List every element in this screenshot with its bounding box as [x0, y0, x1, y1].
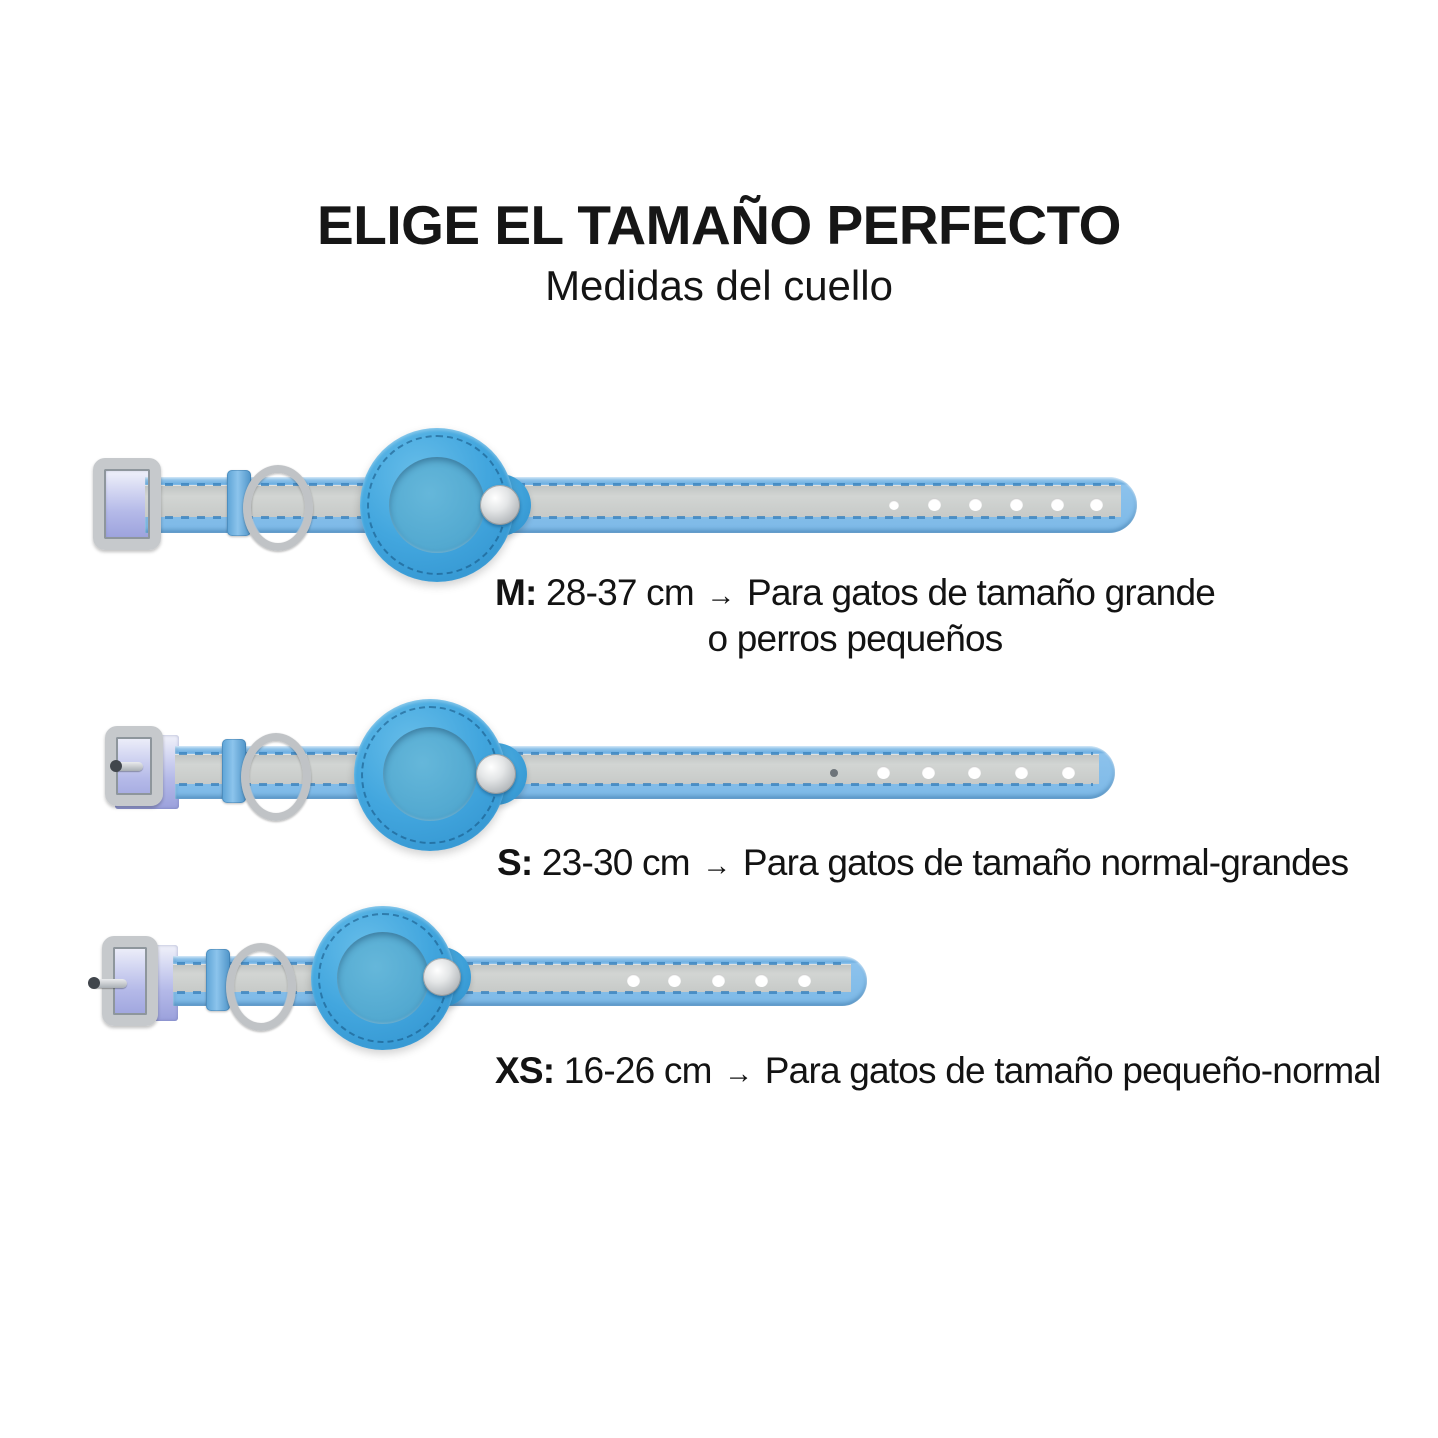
- stitch-line: [149, 516, 1115, 520]
- neck-range: 28-37 cm: [546, 572, 695, 613]
- stitch-line: [177, 991, 845, 994]
- snap-rivet: [480, 485, 520, 525]
- size-description: Para gatos de tamaño normal-grandes: [742, 842, 1349, 883]
- size-label-m: M: 28-37 cm → Para gatos de tamaño grand…: [455, 570, 1255, 663]
- size-description-line: M: 28-37 cm → Para gatos de tamaño grand…: [455, 570, 1255, 616]
- airtag-inner-circle: [383, 727, 477, 821]
- strap-hole: [928, 498, 941, 511]
- d-ring: [241, 733, 311, 821]
- strap-hole: [668, 974, 681, 987]
- d-ring: [226, 943, 296, 1031]
- size-code: M:: [494, 572, 537, 613]
- buckle-prong: [88, 977, 127, 989]
- size-label-xs: XS: 16-26 cm → Para gatos de tamaño pequ…: [495, 1048, 1381, 1094]
- right-arrow-icon: →: [702, 850, 731, 882]
- collar-photo-xs: [85, 905, 885, 1065]
- size-description-line: XS: 16-26 cm → Para gatos de tamaño pequ…: [495, 1048, 1381, 1094]
- size-label-s: S: 23-30 cm → Para gatos de tamaño norma…: [497, 840, 1349, 886]
- strap-hole: [1010, 498, 1023, 511]
- strap-hole: [1062, 766, 1075, 779]
- right-arrow-icon: →: [724, 1058, 753, 1090]
- strap-hole: [969, 498, 982, 511]
- buckle-prong: [110, 760, 143, 772]
- strap-hole: [1015, 766, 1028, 779]
- strap-hole: [1051, 498, 1064, 511]
- strap-hole: [755, 974, 768, 987]
- page-subtitle: Medidas del cuello: [545, 262, 893, 309]
- d-ring: [243, 465, 313, 551]
- collar-photo-s: [85, 695, 1130, 855]
- strap-hole: [712, 974, 725, 987]
- size-code: XS:: [495, 1050, 555, 1091]
- size-description-line2: o perros pequeños: [707, 618, 1004, 660]
- right-arrow-icon: →: [706, 580, 735, 612]
- stitch-line: [177, 961, 845, 965]
- neck-range: 23-30 cm: [541, 842, 691, 883]
- stitch-line: [179, 751, 1093, 755]
- strap-hole: [877, 766, 890, 779]
- airtag-inner-circle: [389, 457, 485, 553]
- strap-hole: [922, 766, 935, 779]
- strap-hole: [1090, 498, 1103, 511]
- stitch-line: [179, 783, 1093, 787]
- size-description-line: S: 23-30 cm → Para gatos de tamaño norma…: [497, 840, 1349, 886]
- collar-photo-m: [85, 423, 1150, 588]
- snap-rivet: [476, 754, 516, 794]
- size-description: Para gatos de tamaño grande: [747, 572, 1216, 613]
- size-code: S:: [497, 842, 533, 883]
- size-description: Para gatos de tamaño pequeño-normal: [764, 1050, 1382, 1091]
- airtag-inner-circle: [337, 932, 429, 1024]
- strap-hole: [798, 974, 811, 987]
- strap-hole: [830, 769, 838, 777]
- strap-hole: [627, 974, 640, 987]
- snap-rivet: [423, 958, 461, 996]
- strap-hole: [889, 500, 899, 510]
- collar-strap: [175, 746, 1115, 799]
- page-title: ELIGE EL TAMAÑO PERFECTO: [317, 194, 1121, 256]
- stitch-line: [149, 483, 1115, 487]
- strap-hole: [968, 766, 981, 779]
- reflective-stripe: [175, 753, 1099, 785]
- buckle-frame: [93, 458, 161, 550]
- neck-range: 16-26 cm: [563, 1050, 713, 1091]
